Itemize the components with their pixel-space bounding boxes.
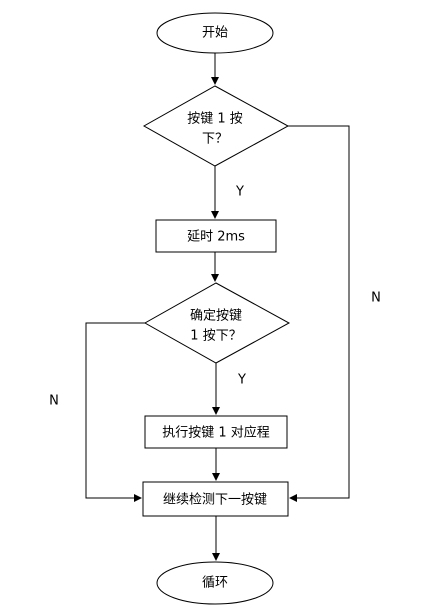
decision1-label-line2: 下？ — [202, 132, 228, 147]
delay-label: 延时 2ms — [187, 230, 245, 245]
continue-box — [142, 481, 289, 517]
decision1-label-line1: 按键 1 按 — [187, 112, 243, 127]
start-label: 开始 — [202, 26, 228, 41]
decision2-no-label: N — [49, 394, 59, 409]
decision2-yes-label: Y — [237, 373, 246, 388]
decision1-no-label: N — [371, 291, 381, 306]
execute-box — [144, 415, 288, 449]
loop-label: 循环 — [202, 576, 228, 591]
decision2-label-line2: 1 按下？ — [190, 329, 241, 344]
delay-box — [155, 219, 277, 253]
continue-label: 继续检测下一按键 — [163, 493, 267, 508]
execute-label: 执行按键 1 对应程 — [162, 425, 270, 441]
decision1-yes-label: Y — [235, 185, 244, 200]
arrow-decision2-no — [85, 322, 145, 502]
arrow-decision1-no — [288, 125, 350, 502]
decision2-label-line1: 确定按键 — [190, 309, 242, 324]
loop-terminal — [156, 561, 274, 605]
